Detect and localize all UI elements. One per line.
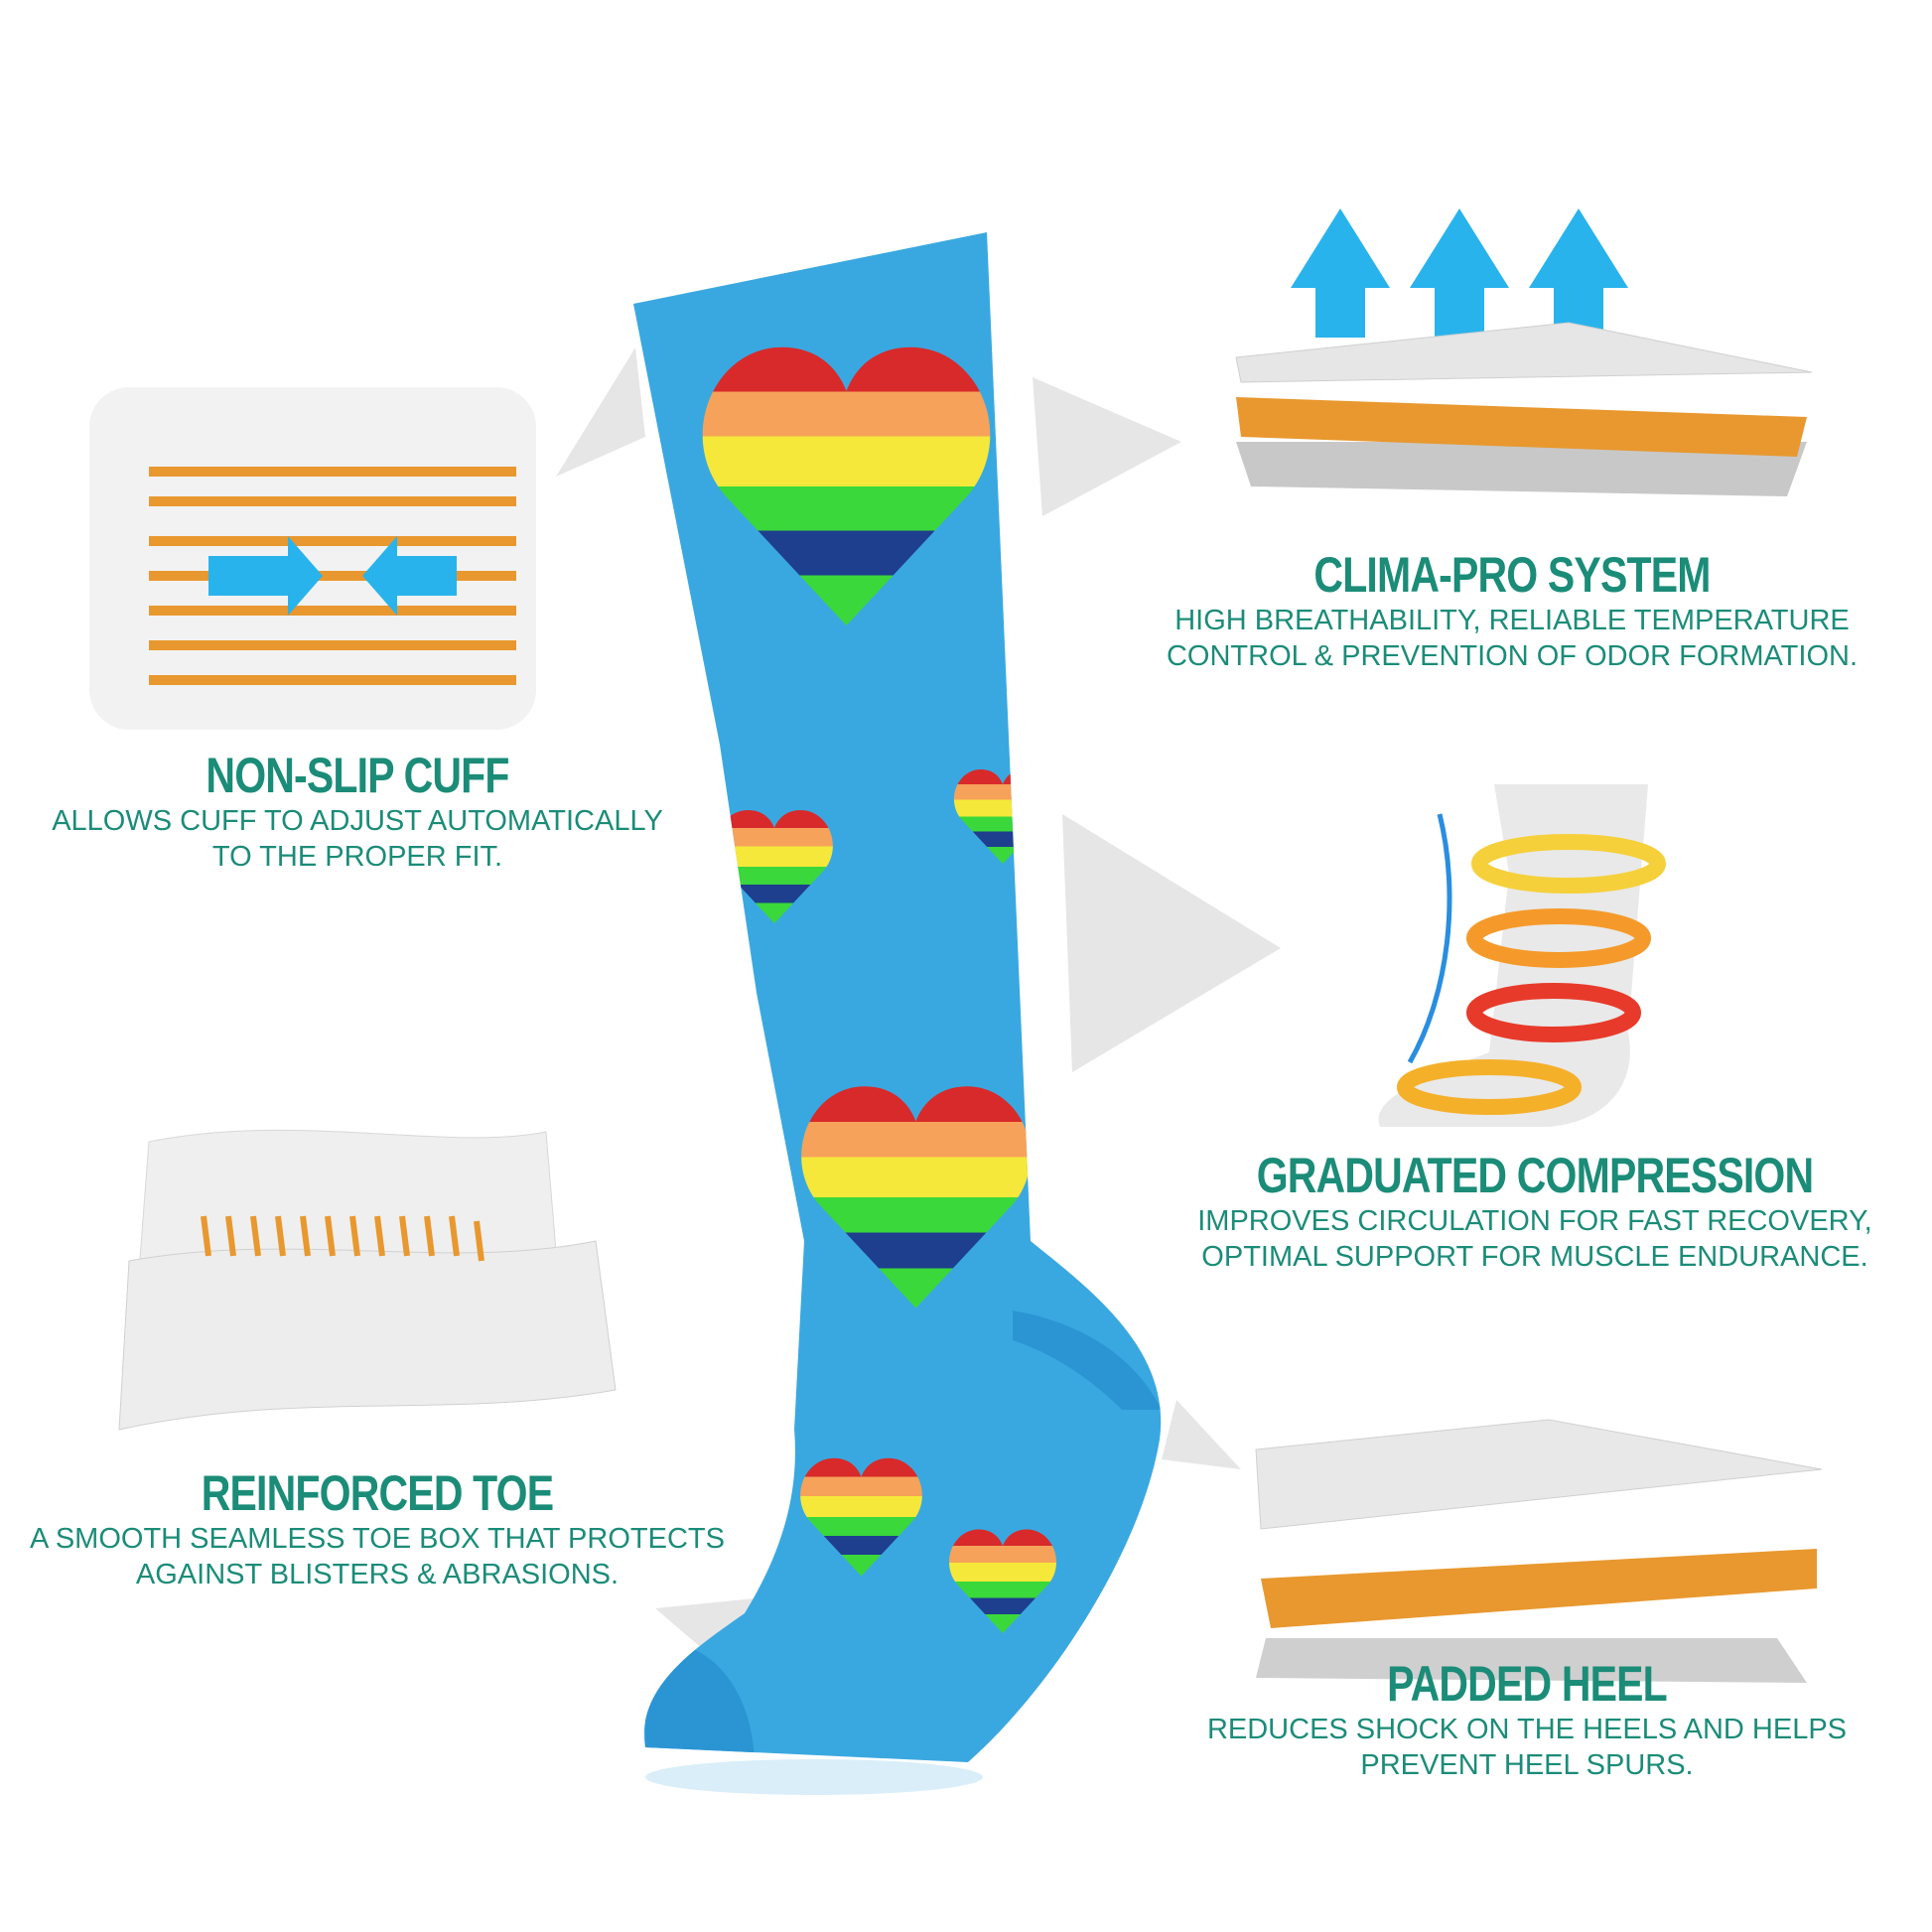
feature-desc-line: PREVENT HEEL SPURS. <box>1360 1749 1694 1781</box>
feature-title: REINFORCED TOE <box>201 1465 554 1521</box>
toe-illustration <box>118 1129 617 1431</box>
feature-clima-pro-system: CLIMA-PRO SYSTEM HIGH BREATHABILITY, REL… <box>1155 547 1869 674</box>
feature-graduated-compression: GRADUATED COMPRESSION IMPROVES CIRCULATI… <box>1177 1148 1892 1275</box>
feature-title: PADDED HEEL <box>1387 1656 1668 1712</box>
clima-pro-illustration <box>1235 208 1813 496</box>
feature-desc-line: IMPROVES CIRCULATION FOR FAST RECOVERY, <box>1197 1205 1872 1237</box>
compression-sock <box>633 232 1162 1795</box>
padded-heel-illustration <box>1255 1419 1823 1683</box>
callout-wedges <box>556 347 1281 1668</box>
feature-desc-line: ALLOWS CUFF TO ADJUST AUTOMATICALLY <box>52 805 663 837</box>
feature-title: CLIMA-PRO SYSTEM <box>1313 547 1711 603</box>
feature-desc-line: REDUCES SHOCK ON THE HEELS AND HELPS <box>1206 1714 1848 1745</box>
feature-desc-line: A SMOOTH SEAMLESS TOE BOX THAT PROTECTS <box>30 1523 725 1555</box>
feature-title: NON-SLIP CUFF <box>206 748 509 803</box>
compression-illustration <box>1378 784 1666 1127</box>
feature-non-slip-cuff: NON-SLIP CUFF ALLOWS CUFF TO ADJUST AUTO… <box>20 748 695 875</box>
feature-desc-line: CONTROL & PREVENTION OF ODOR FORMATION. <box>1166 640 1859 672</box>
feature-desc-line: AGAINST BLISTERS & ABRASIONS. <box>135 1559 620 1590</box>
feature-padded-heel: PADDED HEEL REDUCES SHOCK ON THE HEELS A… <box>1170 1656 1884 1783</box>
feature-title: GRADUATED COMPRESSION <box>1256 1148 1814 1203</box>
feature-desc-line: OPTIMAL SUPPORT FOR MUSCLE ENDURANCE. <box>1201 1241 1868 1273</box>
feature-reinforced-toe: REINFORCED TOE A SMOOTH SEAMLESS TOE BOX… <box>20 1465 735 1592</box>
cuff-illustration <box>89 387 536 730</box>
feature-desc-line: TO THE PROPER FIT. <box>211 841 503 873</box>
feature-desc-line: HIGH BREATHABILITY, RELIABLE TEMPERATURE <box>1174 605 1850 636</box>
